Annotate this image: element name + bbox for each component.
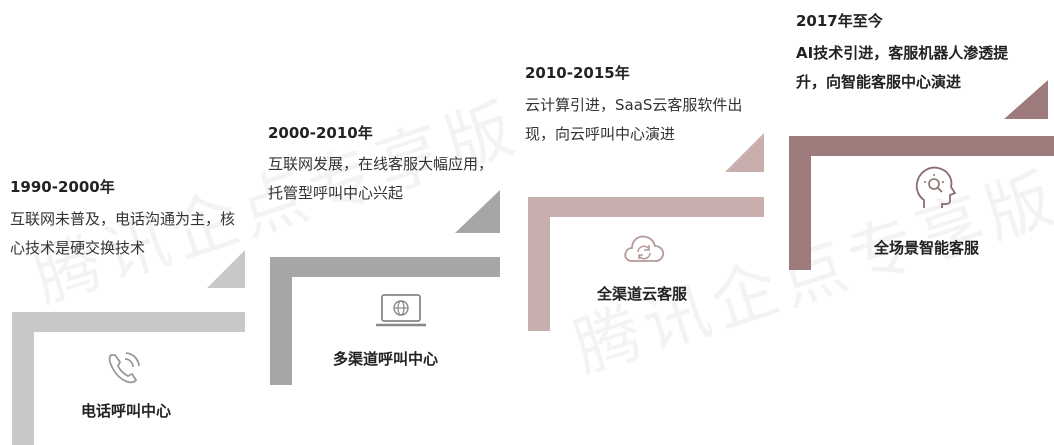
laptop-globe-icon xyxy=(376,294,426,327)
stage-4-label: 全场景智能客服 xyxy=(874,239,980,257)
stage-1-stair xyxy=(12,250,245,445)
stage-4-description: AI技术引进，客服机器人渗透提升，向智能客服中心演进 xyxy=(796,44,1009,91)
stage-3-era: 2010-2015年 xyxy=(525,64,630,82)
stage-2-era: 2000-2010年 xyxy=(268,124,373,142)
stage-2-label: 多渠道呼叫中心 xyxy=(333,350,439,368)
stage-4-era: 2017年至今 xyxy=(796,12,883,30)
stage-4-stair xyxy=(789,80,1054,270)
stage-3-description: 云计算引进，SaaS云客服软件出现，向云呼叫中心演进 xyxy=(525,96,743,143)
stage-1-description: 互联网未普及，电话沟通为主，核心技术是硬交换技术 xyxy=(10,210,236,257)
stage-2-description: 互联网发展，在线客服大幅应用，托管型呼叫中心兴起 xyxy=(268,155,494,202)
stage-1-era: 1990-2000年 xyxy=(10,178,115,196)
ai-head-icon xyxy=(915,166,957,208)
phone-icon xyxy=(108,352,140,384)
stage-1-label: 电话呼叫中心 xyxy=(81,402,172,420)
stage-3-label: 全渠道云客服 xyxy=(597,285,688,303)
stage-2-stair xyxy=(270,190,500,385)
stage-3-stair xyxy=(528,133,764,331)
cloud-sync-icon xyxy=(624,235,665,262)
